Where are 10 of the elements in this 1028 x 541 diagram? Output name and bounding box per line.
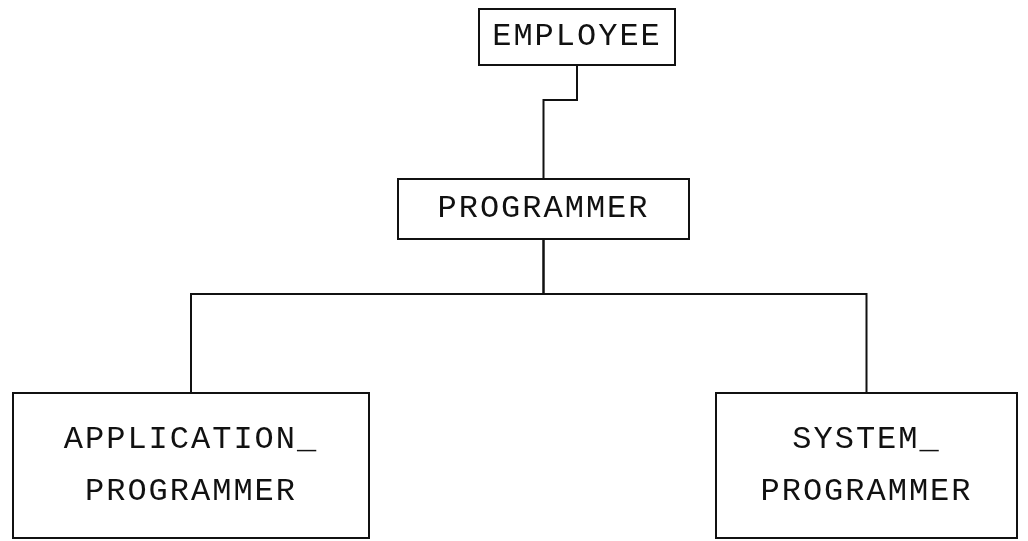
- entity-name: PROGRAMMER: [437, 189, 650, 230]
- entity-name: APPLICATION_ PROGRAMMER: [62, 420, 320, 512]
- entity-box: [397, 178, 690, 240]
- connector-line: [542, 65, 578, 179]
- entity-name: EMPLOYEE: [492, 17, 662, 58]
- entity-box: [715, 392, 1018, 539]
- entity-box: [12, 392, 370, 539]
- entity-name: SYSTEM_ PROGRAMMER: [759, 420, 974, 512]
- connector-line: [542, 239, 868, 393]
- entity-box: [478, 8, 676, 66]
